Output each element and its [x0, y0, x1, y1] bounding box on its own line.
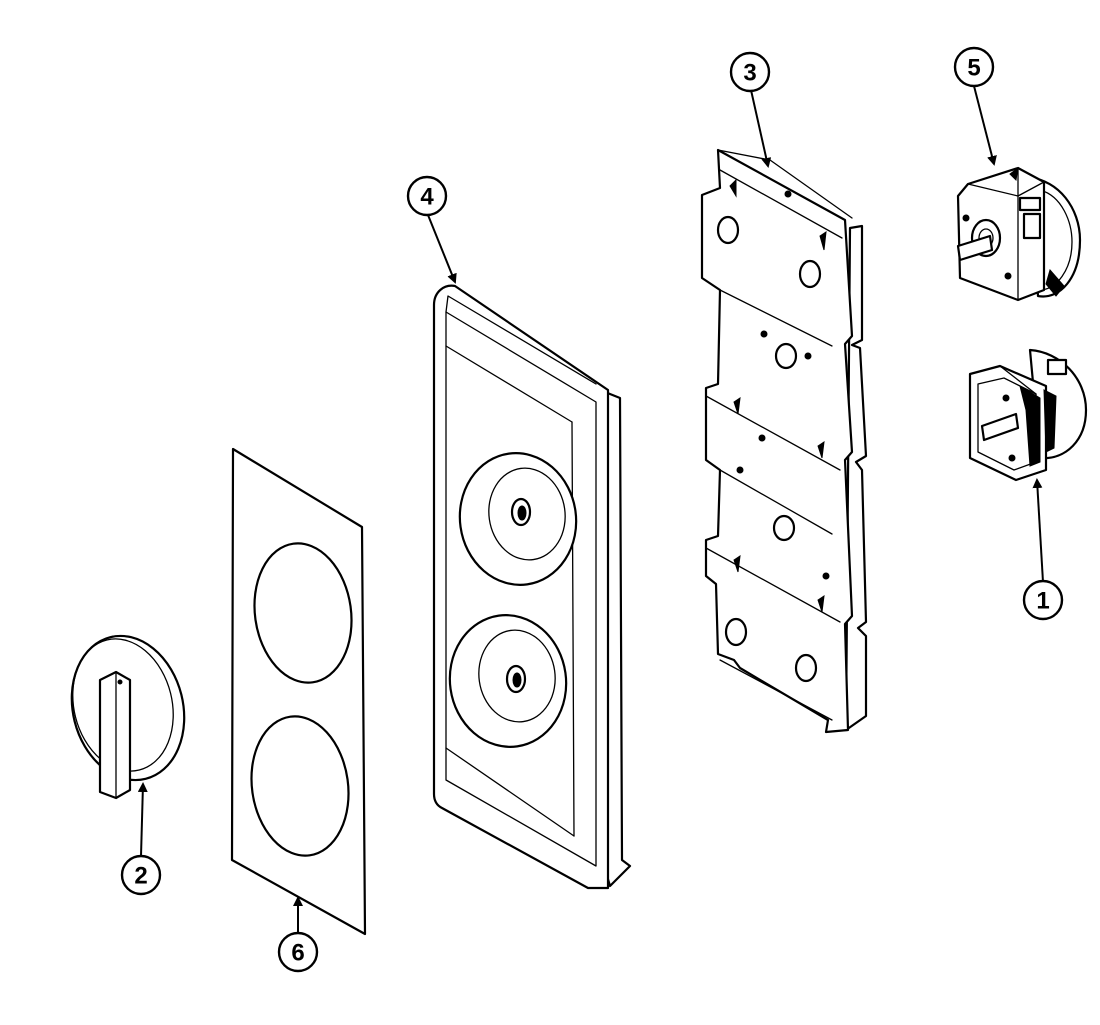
- callout-label-4: 4: [420, 184, 434, 211]
- leader-lines: [137, 85, 1044, 932]
- control-panel-part: [432, 284, 632, 890]
- callout-6: 6: [277, 931, 319, 973]
- callout-label-5: 5: [967, 55, 980, 82]
- callout-label-6: 6: [291, 940, 304, 967]
- overlay-panel-part: [230, 447, 367, 936]
- callout-3: 3: [729, 51, 771, 93]
- callout-2: 2: [120, 854, 162, 896]
- callout-label-3: 3: [743, 60, 756, 87]
- mounting-bracket-part: [700, 148, 868, 734]
- switch-part: [968, 348, 1088, 482]
- knob-part: [70, 634, 186, 800]
- callout-5: 5: [953, 46, 995, 88]
- timer-motor-part: [956, 166, 1082, 302]
- callout-4: 4: [406, 175, 448, 217]
- callout-1: 1: [1022, 579, 1064, 621]
- callout-label-2: 2: [134, 863, 147, 890]
- callout-label-1: 1: [1036, 588, 1049, 615]
